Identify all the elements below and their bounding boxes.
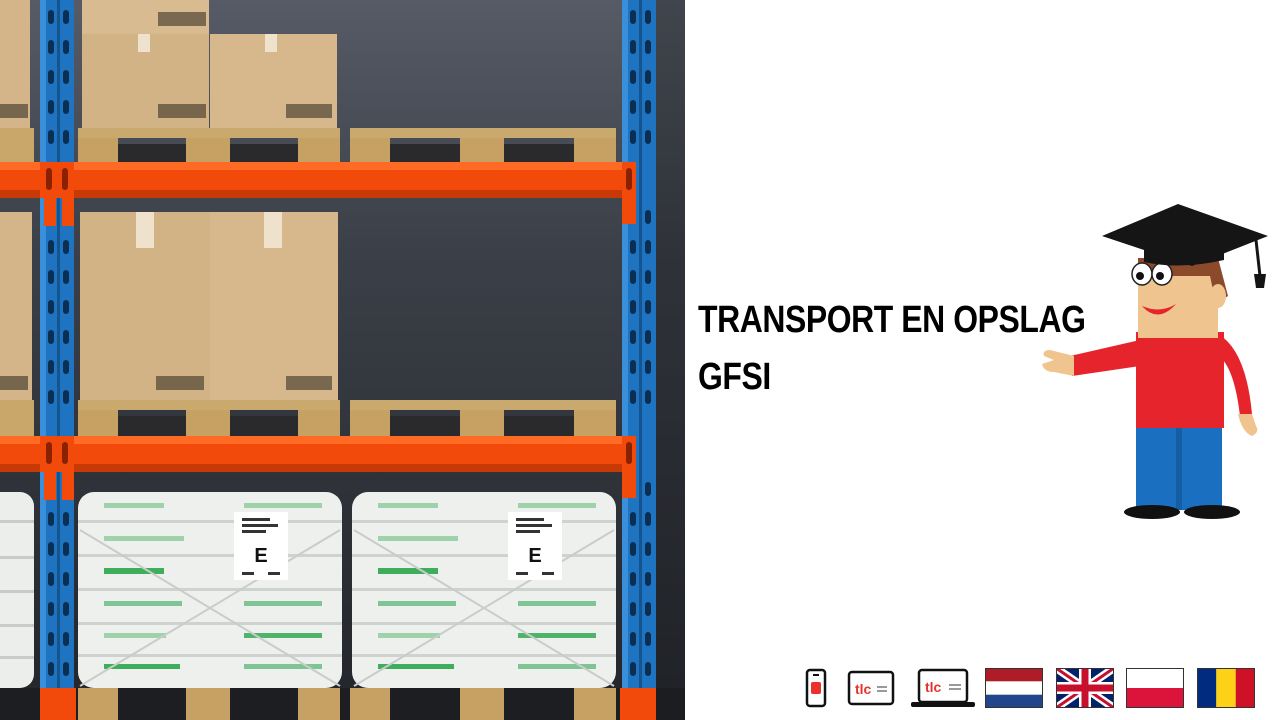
rack-beam-middle [0, 436, 640, 472]
flag-poland-icon [1126, 668, 1184, 708]
graduation-cap-icon [1102, 204, 1268, 288]
sack-label: E [254, 545, 267, 567]
slide-title-line-1: TRANSPORT EN OPSLAG [698, 299, 1086, 341]
pallet-row-top [0, 128, 616, 162]
language-english-button[interactable] [1056, 668, 1114, 708]
flag-netherlands-icon [985, 668, 1043, 708]
slide-title-line-2: GFSI [698, 356, 771, 398]
pallet-row-middle [0, 400, 616, 436]
box-stack-top [0, 0, 337, 128]
tlc-brand-label: tlc [925, 679, 942, 695]
slide-title: TRANSPORT EN OPSLAG GFSI [698, 292, 1086, 406]
rack-upright-left [40, 0, 74, 688]
sack-stack-left-edge [0, 492, 34, 688]
warehouse-illustration: E [0, 0, 685, 720]
sack-label: E [528, 545, 541, 567]
flag-united-kingdom-icon [1056, 668, 1114, 708]
rack-upright-right [622, 0, 656, 688]
laptop-icon: tlc [911, 668, 975, 707]
box-stack-middle [0, 212, 338, 400]
mascot-shirt [1136, 332, 1224, 428]
desktop-version-button[interactable]: tlc [909, 668, 977, 708]
sack-stack-1: E [78, 492, 342, 688]
flag-romania-icon [1197, 668, 1255, 708]
tablet-icon: tlc [847, 670, 895, 706]
language-polish-button[interactable] [1126, 668, 1184, 708]
tlc-brand-label: tlc [855, 681, 872, 697]
phone-icon [805, 668, 827, 708]
language-dutch-button[interactable] [985, 668, 1043, 708]
language-bar: tlc tlc [805, 668, 1265, 710]
mobile-version-button[interactable] [805, 668, 827, 708]
sack-stack-2: E [352, 492, 616, 688]
pallet-row-bottom [0, 688, 685, 720]
rack-beam-top [0, 162, 640, 198]
mascot-pants [1136, 425, 1176, 510]
language-romanian-button[interactable] [1197, 668, 1255, 708]
graduate-mascot [1040, 200, 1272, 522]
tablet-version-button[interactable]: tlc [847, 668, 895, 708]
